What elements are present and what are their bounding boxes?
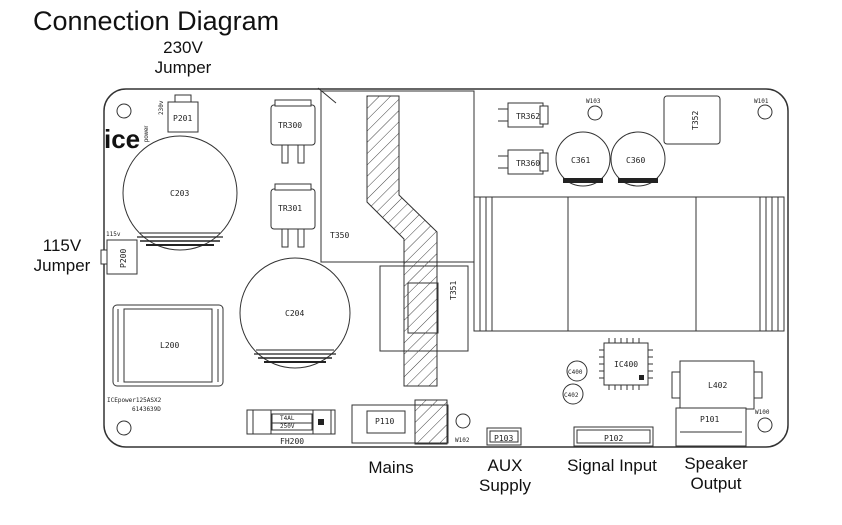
w101-label: W101: [754, 98, 769, 105]
l402-inductor: [671, 360, 763, 410]
c204-label: C204: [285, 309, 304, 318]
callout-line: Jumper: [154, 58, 212, 77]
mounting-hole: [455, 413, 471, 429]
c203-label: C203: [170, 189, 189, 198]
l200-label: L200: [160, 341, 179, 350]
c361-label: C361: [571, 156, 590, 165]
p201-label: P201: [173, 114, 192, 123]
board-id-line-1: ICEpower125ASX2: [107, 397, 162, 404]
tr301-label: TR301: [278, 204, 302, 213]
p101-speaker-output-connector: [675, 407, 747, 447]
p201-jumper: [167, 101, 199, 133]
aux-supply-callout: AUX Supply: [475, 456, 535, 496]
ic400-chip: [599, 338, 653, 390]
c360-label: C360: [626, 156, 645, 165]
speaker-output-callout: Speaker Output: [677, 454, 755, 494]
t351-label: T351: [449, 281, 458, 300]
tr362-label: TR362: [516, 112, 540, 121]
c361-band: [563, 178, 603, 183]
t352-component: [663, 95, 721, 145]
c203-stripes: [137, 232, 223, 246]
c400-label: C400: [568, 369, 583, 376]
115v-marking: 115v: [106, 231, 121, 238]
c203-capacitor: [122, 135, 238, 251]
fh200-label: FH200: [280, 437, 304, 446]
c361-capacitor: [555, 131, 611, 187]
p102-label: P102: [604, 434, 623, 443]
fuse-rating-line-2: 250V: [280, 423, 295, 430]
tr300-transistor: [270, 99, 316, 164]
callout-line: Jumper: [33, 256, 91, 275]
ice-logo-sub: power: [144, 126, 150, 142]
p200-jumper-tab: [100, 249, 108, 265]
mounting-hole: [116, 420, 132, 436]
callout-line: Supply: [479, 476, 531, 495]
jumper-230v-callout: 230V Jumper: [148, 38, 218, 78]
t350-label: T350: [330, 231, 349, 240]
tr360-transistor: [498, 149, 549, 175]
page-title: Connection Diagram: [33, 6, 280, 36]
p200-jumper: [106, 239, 138, 275]
p110-hatched-area: [414, 399, 448, 445]
mounting-hole: [587, 105, 603, 121]
tr301-transistor: [270, 183, 316, 248]
p110-connector-body: [366, 410, 406, 434]
c204-stripes: [254, 349, 336, 363]
w103-label: W103: [586, 98, 601, 105]
w100-label: W100: [755, 409, 770, 416]
p201-jumper-tab: [174, 94, 192, 103]
tr360-label: TR360: [516, 159, 540, 168]
t351-winding: [403, 261, 438, 387]
callout-line: Speaker: [684, 454, 748, 473]
p110-label: P110: [375, 417, 394, 426]
heatsink: [473, 196, 785, 332]
ic400-label: IC400: [614, 360, 638, 369]
callout-line: 115V: [42, 236, 82, 255]
l402-label: L402: [708, 381, 727, 390]
fuse-rating-line-1: T4AL: [280, 415, 295, 422]
tr300-label: TR300: [278, 121, 302, 130]
ice-logo-text: ice: [104, 124, 140, 154]
signal-input-callout: Signal Input: [567, 456, 657, 475]
board-id-line-2: 6143639D: [132, 406, 161, 413]
c402-capacitor: [562, 383, 584, 405]
c360-capacitor: [610, 131, 666, 187]
callout-line: Output: [690, 474, 742, 493]
callout-line: AUX: [487, 456, 523, 475]
mounting-hole: [757, 417, 773, 433]
fh200-fuse-holder: [246, 409, 336, 435]
p103-aux-connector: [486, 427, 522, 446]
230v-marking: 230v: [158, 100, 165, 115]
p101-label: P101: [700, 415, 719, 424]
mounting-hole: [116, 103, 132, 119]
l200-inductor: [112, 304, 224, 387]
mounting-hole: [757, 104, 773, 120]
c360-band: [618, 178, 658, 183]
p103-label: P103: [494, 434, 513, 443]
p102-signal-input-connector: [573, 426, 654, 447]
c402-label: C402: [564, 392, 579, 399]
w102-label: W102: [455, 437, 470, 444]
mains-callout: Mains: [368, 458, 414, 477]
jumper-115v-callout: 115V Jumper: [28, 236, 96, 276]
t352-label: T352: [691, 111, 700, 130]
callout-line: 230V: [163, 38, 203, 57]
tr362-transistor: [498, 102, 549, 128]
c204-capacitor: [239, 257, 351, 369]
p200-label: P200: [119, 249, 128, 268]
c400-capacitor: [566, 360, 588, 382]
